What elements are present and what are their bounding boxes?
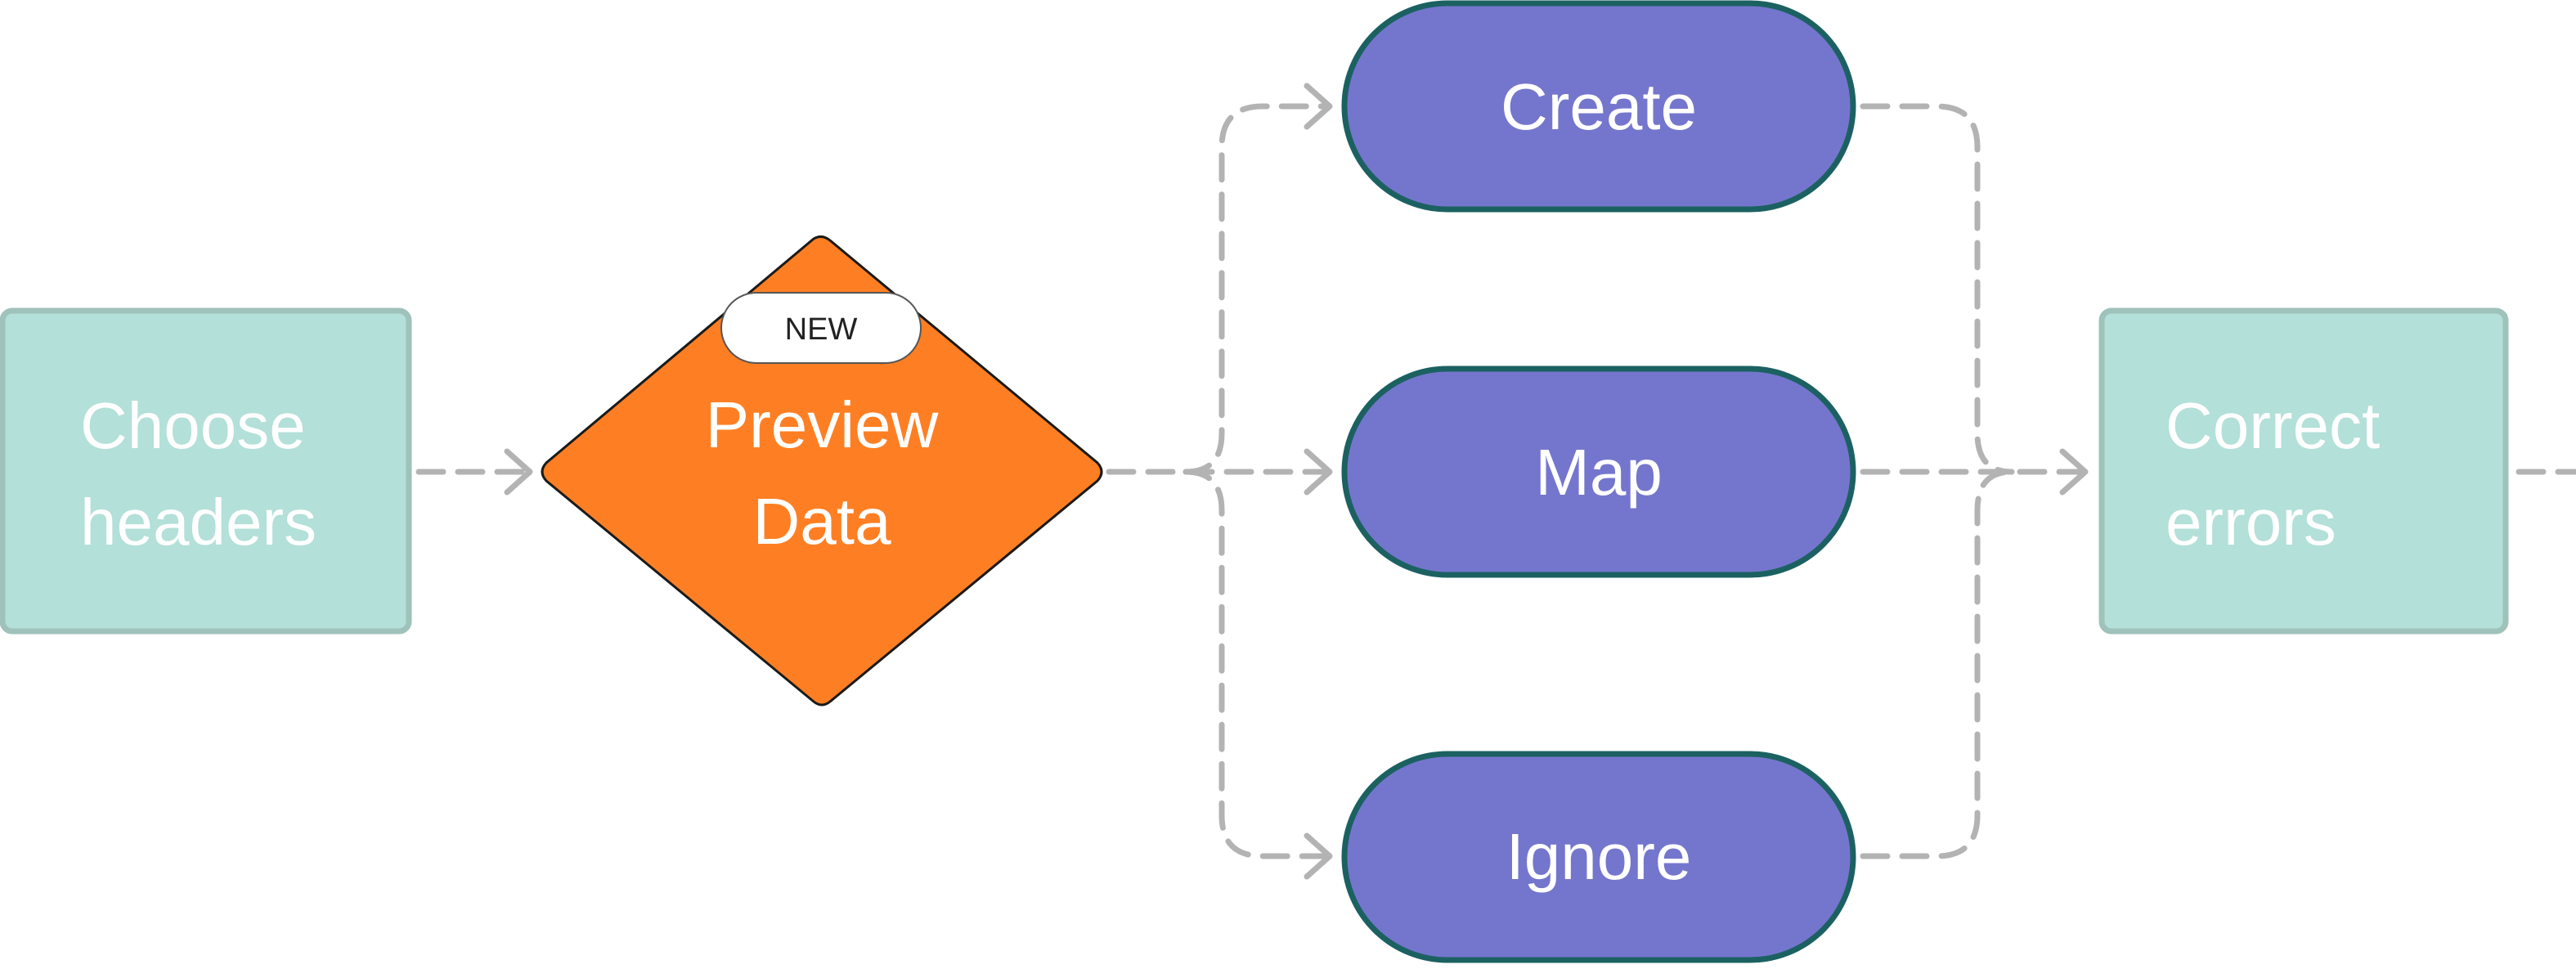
badge-label: NEW <box>785 312 858 347</box>
arrowhead-icon <box>1304 832 1333 880</box>
node-create[interactable]: Create <box>1341 0 1856 213</box>
node-map[interactable]: Map <box>1341 366 1856 578</box>
arrowhead-icon <box>2059 448 2089 496</box>
node-label: Create <box>1501 70 1697 143</box>
node-ignore[interactable]: Ignore <box>1341 751 1856 963</box>
arrowhead-icon <box>504 448 533 496</box>
terminal-pill <box>1341 366 1856 578</box>
edge-preview-to-ignore <box>1183 469 1326 859</box>
terminal-pill <box>1341 751 1856 963</box>
node-label-line2: errors <box>2165 486 2336 559</box>
edge-create-to-correct <box>1860 103 2015 475</box>
process-box <box>2098 307 2509 635</box>
arrowhead-icon <box>1304 83 1333 130</box>
decision-diamond <box>541 235 1103 707</box>
node-choose-headers[interactable]: Choose headers <box>0 307 412 635</box>
node-preview-data[interactable]: Preview Data NEW <box>541 235 1103 707</box>
node-label: Ignore <box>1506 820 1692 893</box>
node-correct-errors[interactable]: Correct errors <box>2098 307 2509 635</box>
terminal-pill <box>1341 0 1856 213</box>
node-label-line2: Data <box>753 485 891 558</box>
edge-preview-to-create <box>1183 103 1326 475</box>
node-label-line1: Choose <box>80 389 306 462</box>
node-label: Map <box>1535 436 1663 509</box>
new-badge: NEW <box>720 292 922 364</box>
node-label-line1: Correct <box>2165 389 2380 462</box>
node-label-line1: Preview <box>706 388 939 461</box>
edge-ignore-to-correct <box>1860 469 2015 859</box>
process-box <box>0 307 412 635</box>
node-label-line2: headers <box>80 486 316 559</box>
badge-pill <box>720 292 922 364</box>
arrowhead-icon <box>1304 448 1333 496</box>
connectors <box>415 83 2576 880</box>
